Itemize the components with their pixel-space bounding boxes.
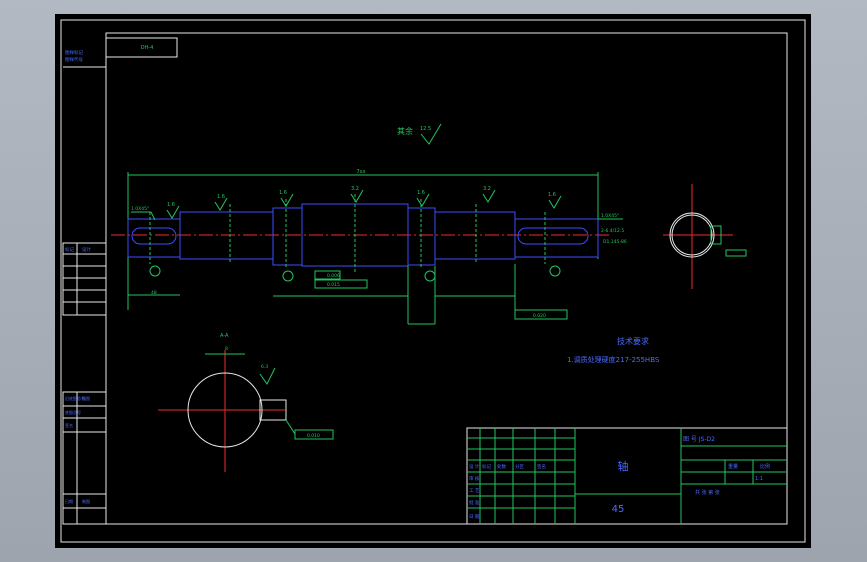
tolerance-frame-1: 0.006 0.015 [314, 270, 368, 289]
section-aa: A-A 8 6.3 0.010 [158, 333, 334, 472]
left-header-line-1: 图样标记 [65, 49, 83, 56]
left-header-line-2: 图样代号 [65, 56, 83, 63]
col-label-1: 标记 [482, 463, 491, 470]
left-side-table: 标记 设计 旧底图总号 底图总号 签名 日期 制图 描图 [62, 242, 107, 525]
sheet-text: 共 张 第 张 [695, 489, 720, 496]
overall-length: 7xx [356, 169, 365, 175]
finish-5: 1.6 [417, 190, 425, 196]
section-tolerance: 0.010 [307, 433, 320, 439]
chamfer-notes: 1.0X45° 1.0X45° 2-6.4/12.5 D1.145-86 [131, 206, 627, 245]
section-dim: 8 [225, 346, 228, 352]
material: 45 [612, 504, 625, 515]
scale-value: 1:1 [755, 476, 763, 482]
finish-6: 3.2 [483, 186, 491, 192]
finish-4: 3.2 [351, 186, 359, 192]
row-label-4: 批 准 [469, 499, 480, 506]
tolerance-2: 0.015 [327, 282, 340, 288]
left-length: 48 [151, 290, 157, 296]
col-label-3: 分区 [515, 463, 524, 470]
tech-req-line: 1.调质处理硬度217-255HBS [567, 355, 660, 364]
tech-req-title: 技术要求 [617, 336, 649, 346]
finish-symbols: 1.6 1.6 3.2 1.6 3.2 1.6 1.6 [166, 186, 562, 219]
inner-frame [105, 32, 788, 525]
end-view [663, 184, 747, 289]
tolerance-1: 0.006 [327, 273, 340, 279]
side-label-8: 描图 [82, 395, 90, 401]
col-label-4: 签名 [537, 463, 546, 470]
side-label-7: 制图 [82, 498, 90, 504]
finish-7: 1.6 [548, 192, 556, 198]
chamfer-left: 1.0X45° [131, 206, 149, 212]
general-finish-value: 12.5 [420, 126, 431, 132]
side-label-4: 底图总号 [65, 409, 81, 415]
side-label-2: 设计 [82, 246, 91, 253]
runout-frame: 0.020 [514, 309, 568, 320]
general-finish-label: 其余 [397, 126, 413, 136]
row-label-5: 日 期 [469, 514, 480, 520]
finish-3: 1.6 [167, 202, 175, 208]
title-block: 轴 45 图 号 JS-D2 重量 比例 1:1 共 张 第 张 设 计 审 核… [466, 427, 788, 525]
finish-1: 1.6 [217, 194, 225, 200]
drawing-viewport[interactable]: DH-4 图样标记 图样代号 标记 设计 旧底图总号 底图总号 签名 日期 制图… [55, 14, 811, 548]
row-label-2: 审 核 [469, 475, 480, 482]
side-label-3: 旧底图总号 [65, 395, 85, 401]
lower-dimensions: 48 [128, 264, 561, 325]
side-label-1: 标记 [65, 246, 74, 253]
side-label-6: 日期 [65, 498, 73, 504]
weight-label: 重量 [728, 463, 738, 470]
cad-canvas[interactable]: DH-4 图样标记 图样代号 标记 设计 旧底图总号 底图总号 签名 日期 制图… [55, 14, 811, 548]
part-name: 轴 [618, 459, 629, 473]
row-label-1: 设 计 [469, 463, 480, 470]
side-label-5: 签名 [65, 422, 73, 428]
drawing-code-box: DH-4 图样标记 图样代号 [63, 37, 178, 68]
right-note-2: D1.145-86 [603, 239, 627, 245]
general-finish-note: 其余 12.5 [397, 123, 442, 145]
row-label-3: 工 艺 [469, 488, 480, 494]
section-label: A-A [220, 333, 229, 339]
col-label-2: 处数 [497, 463, 506, 470]
shaft-section-marks [149, 194, 546, 272]
runout: 0.020 [533, 313, 546, 319]
drawing-code: DH-4 [141, 45, 154, 51]
section-symbol: 6.3 [261, 364, 268, 370]
finish-2: 1.6 [279, 190, 287, 196]
scale-label: 比例 [760, 463, 770, 470]
outer-frame [60, 19, 806, 543]
chamfer-right: 1.0X45° [601, 213, 619, 219]
tech-requirements: 技术要求 1.调质处理硬度217-255HBS [567, 336, 660, 364]
right-note-1: 2-6.4/12.5 [601, 228, 624, 234]
drawing-no: 图 号 JS-D2 [683, 436, 715, 443]
